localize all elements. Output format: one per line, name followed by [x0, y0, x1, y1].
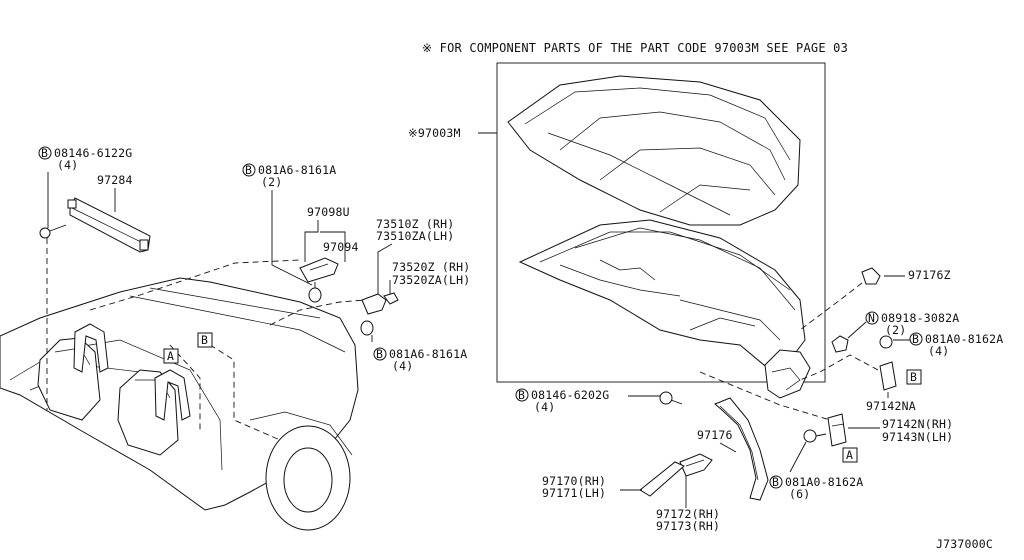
nut-symbol-text: N: [868, 311, 875, 325]
leader-081a0-bot: [789, 441, 807, 473]
label-73520za: 73520ZA(LH): [392, 273, 470, 287]
ref-a-right-text: A: [846, 448, 853, 462]
leader-97098u: [304, 220, 319, 262]
label-97173: 97173(RH): [656, 519, 720, 533]
soft-top-frame-box: [496, 62, 826, 383]
soft-top-folding-frame: [518, 219, 811, 399]
label-08918-3082a: 08918-3082A: [881, 311, 959, 325]
bolt-081a6-8161a-top: [308, 282, 322, 303]
label-97094: 97094: [323, 240, 359, 254]
dash-line-2: [89, 259, 301, 311]
moulding-97172: [679, 453, 713, 477]
ref-a-right: [842, 447, 858, 463]
bracket-97142n: [827, 413, 847, 447]
leader-73510z: [377, 243, 393, 300]
clip-97094: [299, 257, 339, 283]
bolt-symbol-4-text: B: [912, 332, 919, 346]
bolt-symbol-2-text: B: [245, 163, 252, 177]
label-08918-3082a-qty: (2): [885, 323, 906, 337]
label-73510z: 73510Z (RH): [376, 217, 454, 231]
label-97003m: ※97003M: [408, 126, 461, 140]
ref-a-car: [163, 348, 179, 364]
soft-top-cover: [507, 75, 801, 226]
label-08146-6122g: 08146-6122G: [54, 146, 132, 160]
bolt-symbol-3: [373, 347, 387, 361]
label-081a0-8162a-top-qty: (4): [928, 344, 949, 358]
label-081a0-8162a-bot: 081A0-8162A: [785, 475, 863, 489]
label-73510za: 73510ZA(LH): [376, 229, 454, 243]
bolt-symbol-4: [909, 332, 923, 346]
leader-97176: [719, 442, 737, 453]
label-73520z: 73520Z (RH): [392, 260, 470, 274]
label-97176: 97176: [697, 428, 733, 442]
dash-line-7: [799, 354, 879, 381]
label-97142n: 97142N(RH): [882, 417, 953, 431]
bolt-symbol-1-text: B: [41, 146, 48, 160]
label-081a0-8162a-top: 081A0-8162A: [925, 332, 1003, 346]
label-97142na: 97142NA: [866, 399, 916, 413]
bolt-symbol-2: [242, 163, 256, 177]
dash-line-6: [799, 282, 863, 331]
dash-line-8: [699, 371, 831, 421]
label-97176z: 97176Z: [908, 268, 951, 282]
leader-08918: [847, 321, 867, 339]
nut-symbol: [865, 311, 879, 325]
bracket-97142na: [879, 361, 897, 391]
label-97143n: 97143N(LH): [882, 430, 953, 444]
nut-08918-3082a: [831, 335, 849, 353]
bolt-symbol-6-text: B: [518, 388, 525, 402]
strip-97170: [639, 461, 685, 497]
bolt-symbol-1: [38, 146, 52, 160]
dash-line-3: [169, 344, 201, 432]
component-note: ※ FOR COMPONENT PARTS OF THE PART CODE 9…: [422, 41, 848, 55]
bolt-08146-6202g: [659, 391, 683, 405]
ref-b-right-text: B: [910, 370, 917, 384]
car-body: [0, 277, 359, 531]
weatherstrip-97176: [714, 397, 769, 501]
label-97098u: 97098U: [307, 205, 350, 219]
dash-line-4: [209, 344, 281, 441]
label-97171: 97171(LH): [542, 486, 606, 500]
bolt-symbol-6: [515, 388, 529, 402]
bracket-97284: [67, 197, 151, 253]
label-08146-6202g-qty: (4): [534, 400, 555, 414]
label-081a6-8161a-bot-qty: (4): [392, 359, 413, 373]
label-08146-6202g: 08146-6202G: [531, 388, 609, 402]
dash-line-5: [269, 299, 366, 326]
ref-b-right: [906, 369, 922, 385]
bolt-symbol-5: [769, 475, 783, 489]
bolt-symbol-3-text: B: [376, 347, 383, 361]
label-97172: 97172(RH): [656, 507, 720, 521]
leader-081a6-top-b: [271, 264, 313, 286]
bolt-081a6-8161a-bot: [360, 320, 374, 336]
bolt-08146-6122g: [39, 224, 67, 239]
label-97284: 97284: [97, 173, 133, 187]
label-081a6-8161a-top-qty: (2): [261, 175, 282, 189]
ref-b-car: [197, 332, 213, 348]
bracket-73510z: [361, 292, 399, 315]
label-081a6-8161a-bot: 081A6-8161A: [389, 347, 467, 361]
leader-97098u-b: [320, 231, 346, 262]
label-08146-6122g-qty: (4): [57, 158, 78, 172]
ref-b-car-text: B: [201, 333, 208, 347]
bolt-symbol-5-text: B: [772, 475, 779, 489]
bolt-081a0-8162a-top: [879, 335, 893, 349]
clip-97176z: [861, 267, 881, 285]
bolt-081a0-8162a-bot: [803, 429, 827, 443]
label-97170: 97170(RH): [542, 474, 606, 488]
ref-a-car-text: A: [167, 349, 174, 363]
diagram-code: J737000C: [936, 537, 993, 551]
label-081a6-8161a-top: 081A6-8161A: [258, 163, 336, 177]
label-081a0-8162a-bot-qty: (6): [789, 487, 810, 501]
